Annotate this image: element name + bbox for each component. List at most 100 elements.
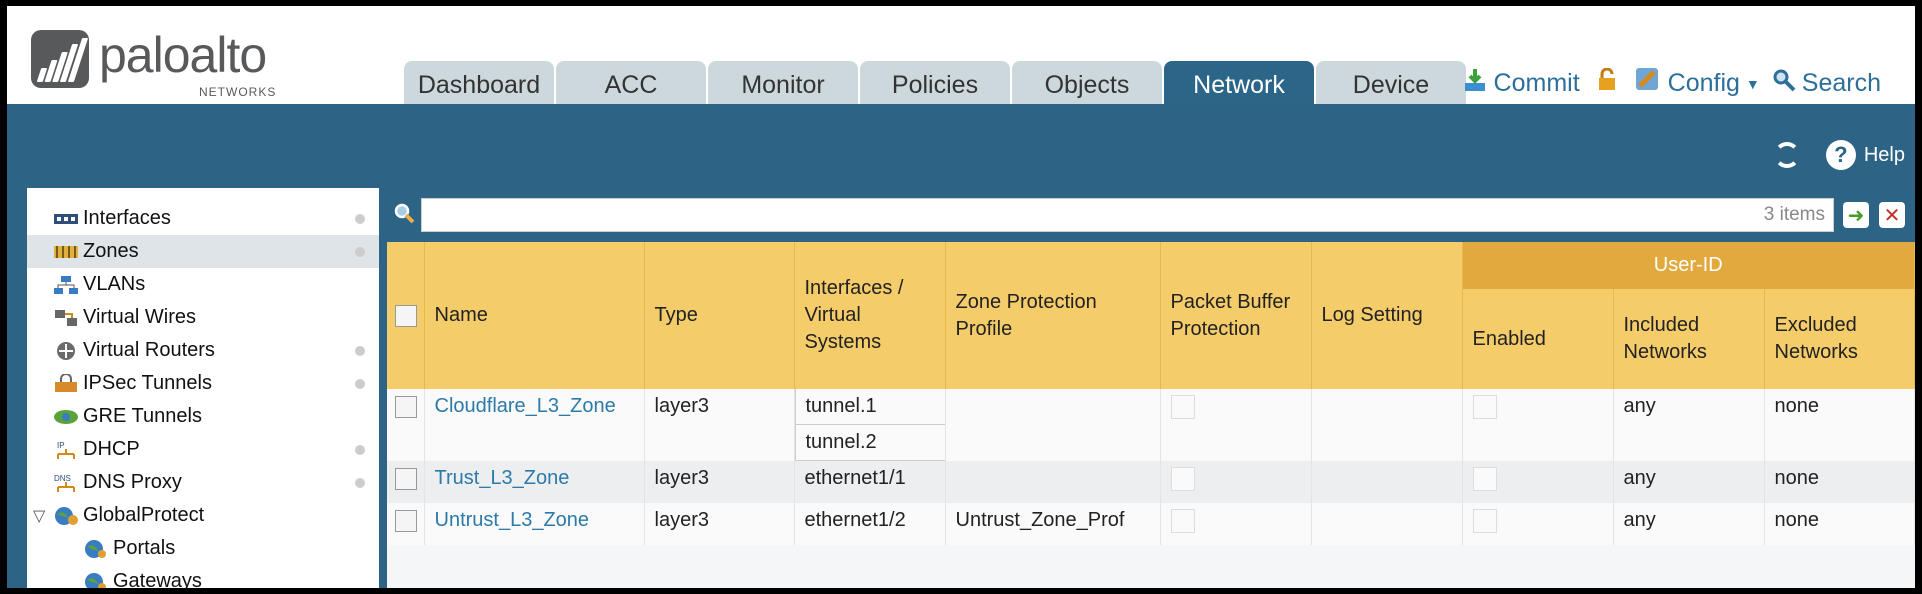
col-excluded-networks[interactable]: Excluded Networks bbox=[1764, 289, 1915, 389]
zones-panel: 3 items ➜ ✕ Name Type Interfaces / Virtu… bbox=[387, 188, 1915, 588]
sidebar-item-label: DNS Proxy bbox=[83, 471, 182, 493]
globe-icon bbox=[83, 572, 109, 588]
included-networks: any bbox=[1613, 461, 1765, 503]
vlans-icon bbox=[53, 275, 79, 295]
config-label: Config bbox=[1667, 69, 1740, 97]
globalprotect-icon bbox=[53, 506, 79, 526]
sidebar-item-interfaces[interactable]: Interfaces bbox=[27, 202, 379, 235]
dns-proxy-icon: DNS bbox=[53, 473, 79, 493]
clear-filter-button[interactable]: ✕ bbox=[1879, 202, 1905, 228]
zone-protection-profile bbox=[945, 389, 1161, 461]
user-id-enabled-checkbox bbox=[1472, 509, 1497, 533]
sidebar-item-label: GlobalProtect bbox=[83, 504, 205, 526]
header-band: ? Help bbox=[7, 104, 1915, 188]
filter-input[interactable] bbox=[421, 198, 1834, 232]
help-area: ? Help bbox=[1773, 140, 1905, 170]
status-dot-icon bbox=[355, 246, 365, 257]
logo-wordmark: paloalto bbox=[99, 27, 267, 83]
zone-type: layer3 bbox=[644, 461, 795, 503]
sidebar-item-globalprotect[interactable]: ▽ GlobalProtect bbox=[27, 499, 379, 532]
packet-buffer-checkbox bbox=[1170, 509, 1195, 533]
status-dot-icon bbox=[355, 444, 365, 455]
col-log-setting[interactable]: Log Setting bbox=[1311, 242, 1463, 389]
zone-name-link[interactable]: Untrust_L3_Zone bbox=[434, 509, 590, 531]
tab-acc[interactable]: ACC bbox=[556, 61, 706, 104]
col-zone-protection-profile[interactable]: Zone Protection Profile bbox=[945, 242, 1161, 389]
search-button[interactable]: Search bbox=[1772, 68, 1881, 99]
dhcp-icon: IP bbox=[53, 440, 79, 460]
expand-triangle-icon[interactable]: ▽ bbox=[33, 507, 46, 525]
config-dropdown[interactable]: Config ▼ bbox=[1634, 66, 1760, 101]
packet-buffer-checkbox bbox=[1170, 395, 1195, 419]
col-interfaces[interactable]: Interfaces / Virtual Systems bbox=[794, 242, 946, 389]
ipsec-tunnels-icon bbox=[53, 372, 79, 394]
interface-value: ethernet1/2 bbox=[804, 509, 906, 531]
zones-icon bbox=[53, 242, 79, 262]
logo-mark bbox=[31, 30, 89, 88]
config-icon bbox=[1634, 66, 1662, 101]
row-checkbox[interactable] bbox=[395, 509, 417, 532]
sidebar-item-portals[interactable]: Portals bbox=[27, 532, 379, 565]
sidebar-item-gateways[interactable]: Gateways bbox=[27, 565, 379, 588]
zones-table: Name Type Interfaces / Virtual Systems Z… bbox=[387, 242, 1915, 545]
tab-objects[interactable]: Objects bbox=[1012, 61, 1162, 104]
sidebar-item-vlans[interactable]: VLANs bbox=[27, 268, 379, 301]
tab-monitor[interactable]: Monitor bbox=[708, 61, 858, 104]
sidebar-item-gre-tunnels[interactable]: GRE Tunnels bbox=[27, 400, 379, 433]
zone-name-link[interactable]: Trust_L3_Zone bbox=[434, 467, 570, 489]
zone-name-link[interactable]: Cloudflare_L3_Zone bbox=[434, 395, 616, 417]
tab-dashboard[interactable]: Dashboard bbox=[404, 61, 554, 104]
sidebar-item-ipsec-tunnels[interactable]: IPSec Tunnels bbox=[27, 367, 379, 400]
sidebar-item-zones[interactable]: Zones bbox=[27, 235, 379, 268]
included-networks: any bbox=[1613, 389, 1765, 461]
col-enabled[interactable]: Enabled bbox=[1462, 289, 1614, 389]
help-link[interactable]: Help bbox=[1863, 143, 1905, 166]
log-setting bbox=[1311, 503, 1463, 545]
search-label: Search bbox=[1801, 69, 1881, 97]
sidebar-item-virtual-routers[interactable]: Virtual Routers bbox=[27, 334, 379, 367]
col-type[interactable]: Type bbox=[644, 242, 795, 389]
commit-icon bbox=[1462, 67, 1488, 100]
refresh-icon[interactable] bbox=[1773, 142, 1800, 168]
select-all-cell bbox=[387, 242, 425, 389]
included-networks: any bbox=[1613, 503, 1765, 545]
row-checkbox[interactable] bbox=[395, 467, 417, 490]
sidebar-item-label: Zones bbox=[83, 240, 139, 262]
commit-button[interactable]: Commit bbox=[1462, 67, 1580, 100]
excluded-networks: none bbox=[1764, 389, 1915, 461]
row-checkbox[interactable] bbox=[395, 395, 417, 418]
virtual-routers-icon bbox=[53, 341, 79, 361]
help-icon[interactable]: ? bbox=[1825, 140, 1856, 170]
excluded-networks: none bbox=[1764, 461, 1915, 503]
status-dot-icon bbox=[355, 477, 365, 488]
packet-buffer-checkbox bbox=[1170, 467, 1195, 491]
tab-policies[interactable]: Policies bbox=[860, 61, 1010, 104]
col-included-networks[interactable]: Included Networks bbox=[1613, 289, 1765, 389]
tab-device[interactable]: Device bbox=[1316, 61, 1466, 104]
col-packet-buffer-protection[interactable]: Packet Buffer Protection bbox=[1160, 242, 1312, 389]
zone-protection-profile bbox=[945, 461, 1161, 503]
sidebar-item-label: GRE Tunnels bbox=[83, 405, 202, 427]
tab-network[interactable]: Network bbox=[1164, 61, 1314, 104]
gre-tunnels-icon bbox=[53, 407, 79, 427]
select-all-checkbox[interactable] bbox=[395, 304, 417, 327]
lock-icon[interactable] bbox=[1596, 67, 1618, 99]
interfaces-icon bbox=[53, 209, 79, 229]
sidebar-item-label: Portals bbox=[113, 537, 176, 559]
apply-filter-button[interactable]: ➜ bbox=[1843, 202, 1869, 228]
sidebar-item-label: DHCP bbox=[83, 438, 140, 460]
virtual-wires-icon bbox=[53, 308, 79, 328]
sidebar-item-label: IPSec Tunnels bbox=[83, 372, 212, 394]
col-name[interactable]: Name bbox=[424, 242, 645, 389]
sidebar-item-virtual-wires[interactable]: Virtual Wires bbox=[27, 301, 379, 334]
excluded-networks: none bbox=[1764, 503, 1915, 545]
